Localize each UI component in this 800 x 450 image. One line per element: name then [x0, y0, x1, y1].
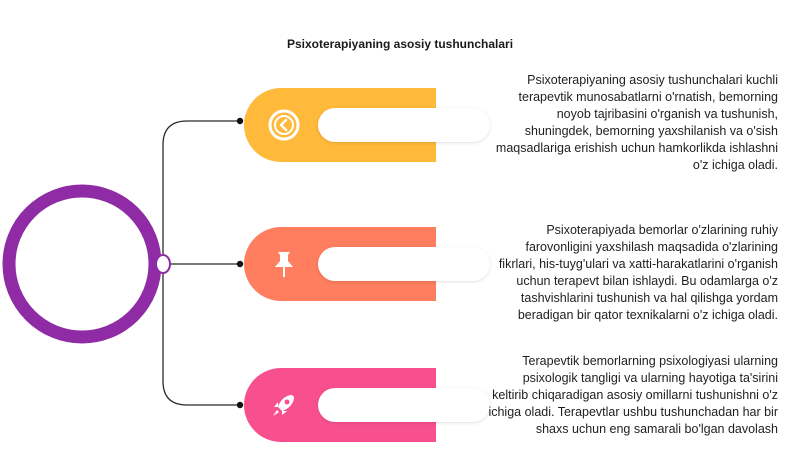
description-3: Terapevtik bemorlarning psixologiyasi ul…	[488, 354, 778, 436]
bar-3	[318, 388, 490, 422]
branch-dot-bottom	[236, 401, 244, 409]
clock-icon	[266, 107, 302, 143]
diagram-title: Psixoterapiyaning asosiy tushunchalari	[286, 37, 514, 51]
center-node	[155, 254, 171, 274]
description-2: Psixoterapiyada bemorlar o'zlarining ruh…	[498, 223, 778, 322]
bar-2	[318, 247, 490, 281]
description-1: Psixoterapiyaning asosiy tushunchalari k…	[495, 73, 778, 172]
branch-dot-middle	[236, 260, 244, 268]
rocket-icon	[266, 387, 302, 423]
main-ring	[2, 184, 162, 344]
branch-bottom	[162, 272, 240, 406]
pushpin-icon	[266, 246, 302, 282]
bar-1	[318, 108, 490, 142]
branch-dot-top	[236, 117, 244, 125]
branch-top	[162, 120, 240, 264]
